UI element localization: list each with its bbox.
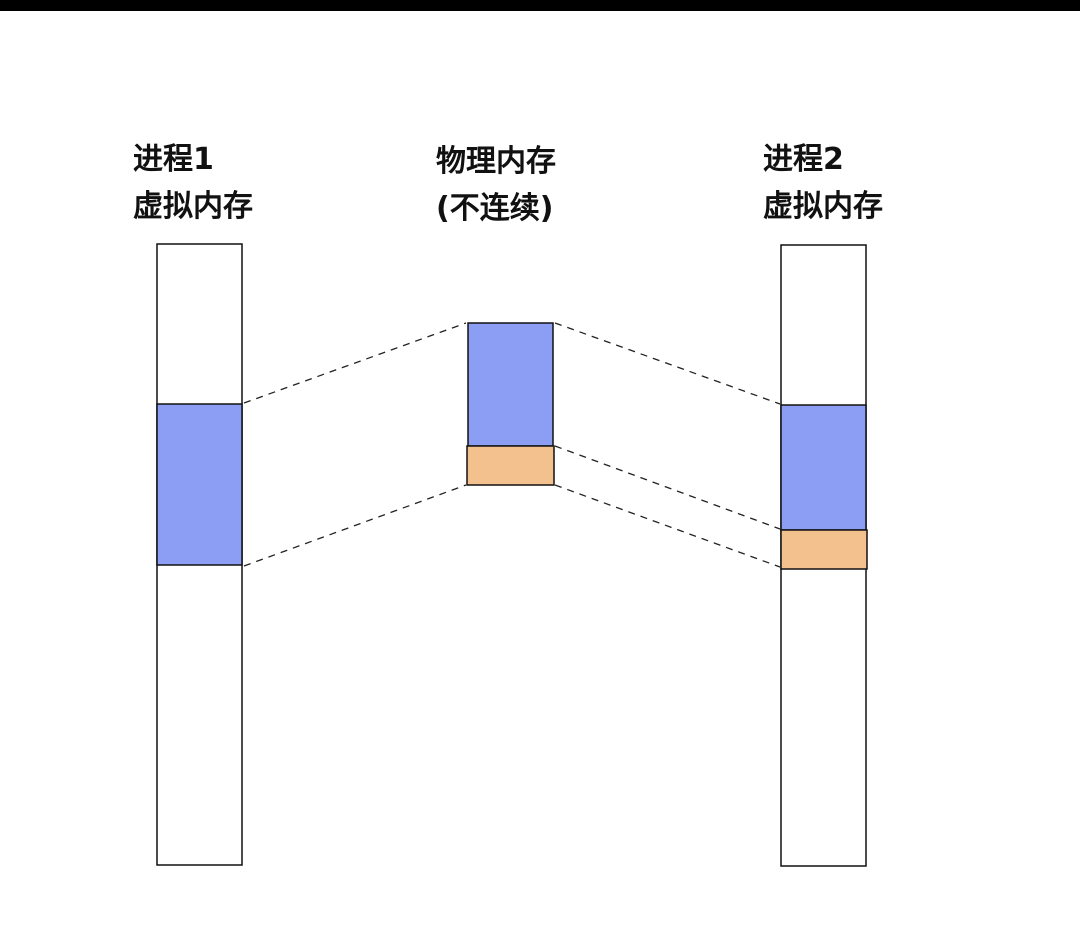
process1-memory-column xyxy=(156,243,243,866)
physical-blue-block xyxy=(467,322,554,447)
process1-subtitle: 虚拟内存 xyxy=(133,189,253,224)
physical-memory-label: 物理内存 (不连续) xyxy=(436,138,556,232)
process1-blue-block xyxy=(156,403,243,566)
process2-title: 进程2 xyxy=(763,142,844,177)
process1-title: 进程1 xyxy=(133,142,214,177)
connector-p2-orange-bottom xyxy=(554,484,781,568)
connector-p1-top xyxy=(243,322,467,404)
process2-blue-block xyxy=(780,404,867,531)
connector-p2-orange-top xyxy=(554,445,781,530)
mapping-connectors xyxy=(243,322,781,568)
physical-memory-column xyxy=(466,322,555,486)
process2-memory-column xyxy=(780,244,868,867)
connector-p2-blue-top xyxy=(554,322,781,405)
physical-orange-block xyxy=(466,445,555,486)
physical-memory-title: 物理内存 xyxy=(436,144,556,179)
process2-orange-block xyxy=(780,529,868,570)
top-bar xyxy=(0,0,1080,11)
physical-memory-subtitle: (不连续) xyxy=(436,191,554,226)
process1-label: 进程1 虚拟内存 xyxy=(133,136,253,230)
process2-label: 进程2 虚拟内存 xyxy=(763,136,883,230)
process2-subtitle: 虚拟内存 xyxy=(763,189,883,224)
connector-p1-bottom xyxy=(243,484,467,567)
